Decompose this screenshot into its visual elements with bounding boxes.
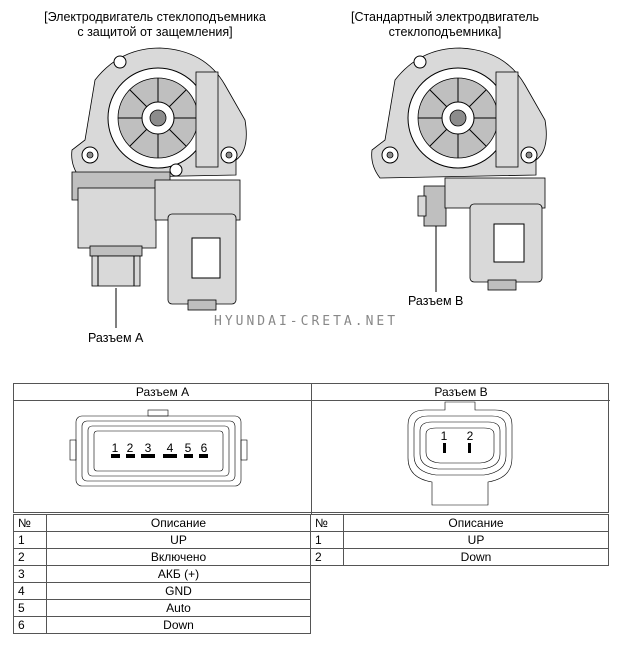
- caption-motor-b: [Стандартный электродвигатель стеклоподъ…: [350, 10, 540, 39]
- motor-b-gear-housing: [371, 47, 547, 179]
- connector-a-pin-6: 6: [201, 441, 208, 455]
- label-connector-a: Разъем A: [88, 331, 144, 345]
- connector-a-pin-4: 4: [167, 441, 174, 455]
- connector-a-pin-1: 1: [112, 441, 119, 455]
- header-connector-b: Разъем B: [434, 385, 488, 399]
- motor-b-motor-body: [444, 177, 546, 291]
- connector-a-pin-2: 2: [127, 441, 134, 455]
- motor-a-illustration: [71, 47, 547, 328]
- connector-a-pin-5: 5: [185, 441, 192, 455]
- connector-a-pin-3: 3: [145, 441, 152, 455]
- watermark: HYUNDAI-CRETA.NET: [214, 314, 399, 329]
- connector-diagram-panel: Разъем A Разъем B: [13, 383, 610, 514]
- motor-a-gear-housing: [71, 47, 247, 179]
- connector-b-pin-2: 2: [467, 429, 474, 443]
- connector-b-face: 1 2: [407, 401, 513, 506]
- label-connector-b: Разъем B: [408, 294, 464, 308]
- table-row: № Описание: [310, 514, 609, 532]
- caption-motor-a: [Электродвигатель стеклоподъемника с защ…: [44, 10, 266, 39]
- motor-a-motor-body: [154, 179, 241, 311]
- motor-a-connector-block: [71, 171, 171, 287]
- header-connector-a: Разъем A: [135, 385, 190, 399]
- table-row: № Описание: [13, 514, 311, 532]
- connector-b-pin-1: 1: [441, 429, 448, 443]
